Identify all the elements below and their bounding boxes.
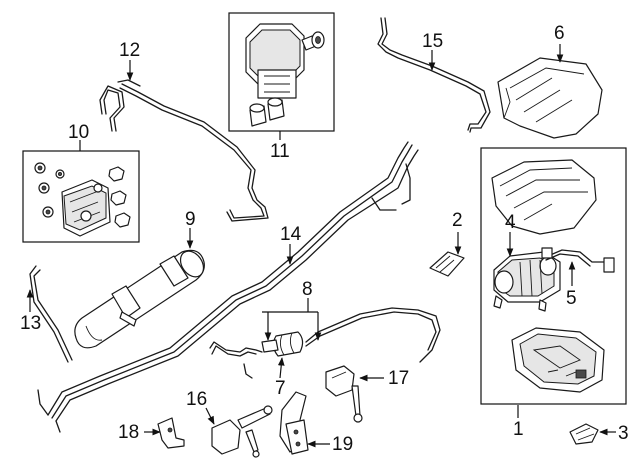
frame-part-10 [22,150,140,243]
air-line-15 [377,17,491,133]
bracket-2 [429,251,465,277]
callout-10: 10 [68,122,90,143]
air-line-12 [99,79,269,222]
callout-14: 14 [280,224,302,245]
callout-6: 6 [554,23,565,44]
callout-7: 7 [275,378,286,399]
callout-4: 4 [505,212,516,233]
callout-11: 11 [270,141,290,162]
valve-block-10 [34,162,131,237]
callout-9: 9 [185,209,196,230]
callout-12: 12 [119,40,141,61]
callout-16: 16 [186,389,208,410]
callout-15: 15 [422,31,444,52]
callout-8: 8 [302,279,313,300]
air-line-13 [29,265,73,363]
height-sensor-17 [325,365,363,423]
compressor-assembly-1 [491,159,615,393]
cover-6 [497,57,603,139]
callout-13: 13 [20,313,42,334]
frame-part-11 [228,12,335,132]
frame-part-1 [480,147,627,405]
air-line-8 [209,307,441,379]
callout-5: 5 [566,288,577,309]
callout-2: 2 [452,210,463,231]
clip-3 [569,423,599,445]
valve-block-11 [245,23,325,127]
bracket-18 [157,417,185,449]
leader-lines [26,44,616,448]
filter-7 [261,331,304,357]
bracket-19 [279,391,309,455]
air-line-14 [37,141,419,433]
callout-1: 1 [513,419,524,440]
callout-3: 3 [618,423,629,444]
callout-18: 18 [118,422,140,443]
reservoir-9 [74,249,205,349]
callout-17: 17 [388,368,410,389]
height-sensor-16 [211,405,273,458]
callout-19: 19 [332,434,354,455]
